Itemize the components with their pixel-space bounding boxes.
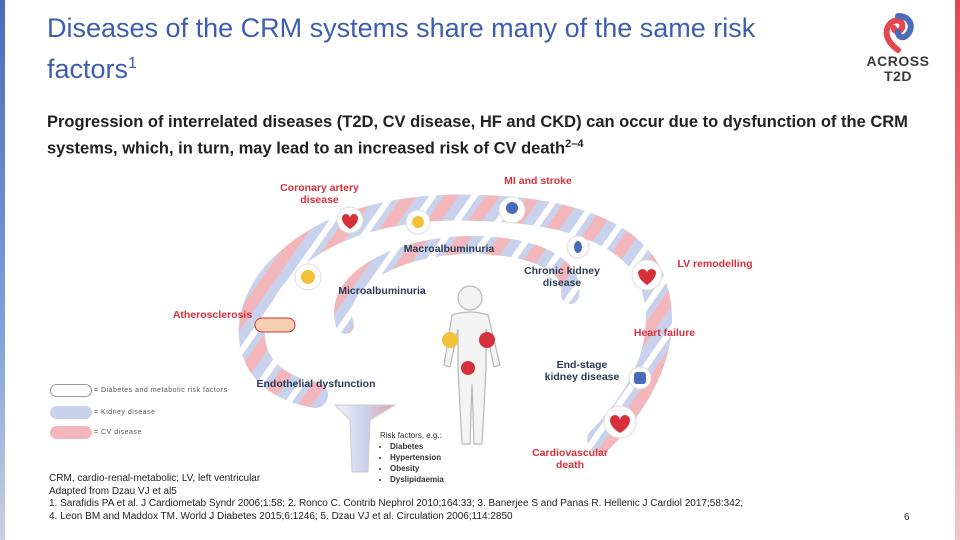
footer-abbreviations: CRM, cardio-renal-metabolic; LV, left ve…	[49, 473, 261, 484]
logo-line-1: ACROSS	[866, 53, 930, 69]
label-ckd-line2: disease	[542, 277, 582, 289]
risk-factor-pillar	[333, 404, 397, 473]
crm-progression-diagram	[238, 194, 672, 473]
logo-line-2: T2D	[884, 68, 912, 84]
pancreas-organ-icon	[442, 332, 458, 348]
logo-text: ACROSS T2D	[862, 54, 934, 84]
footer-reference-line2: 4. Leon BM and Maddox TM. World J Diabet…	[49, 510, 513, 522]
footer-reference-line1: 1. Sarafidis PA et al. J Cardiometab Syn…	[49, 498, 744, 509]
label-cvd-line2: death	[555, 459, 584, 471]
right-accent-bar	[955, 0, 960, 540]
inner-ribbon	[334, 235, 580, 334]
risk-factors-list: Diabetes Hypertension Obesity Dyslipidae…	[380, 441, 444, 485]
mi-stroke-icon	[498, 196, 526, 224]
coronary-artery-disease-icon	[336, 206, 364, 234]
kidney-organ-icon	[461, 361, 475, 375]
label-ckd-line1: Chronic kidney	[524, 265, 600, 277]
subtitle-text: Progression of interrelated diseases (T2…	[47, 113, 908, 158]
label-eskd-line2: kidney disease	[544, 371, 620, 383]
atherosclerosis-icon	[254, 317, 296, 333]
slide-title-text: Diseases of the CRM systems share many o…	[47, 13, 756, 84]
slide-subtitle: Progression of interrelated diseases (T2…	[47, 111, 917, 160]
label-coronary-line2: disease	[300, 194, 339, 206]
label-mi-stroke: MI and stroke	[504, 175, 572, 187]
label-cardiovascular-death: Cardiovascular death	[520, 447, 620, 471]
risk-item: Obesity	[390, 463, 444, 474]
label-chronic-kidney-disease: Chronic kidney disease	[512, 265, 612, 289]
footer-adapted-from: Adapted from Dzau VJ et al5	[49, 485, 177, 497]
left-accent-bar	[0, 0, 5, 540]
logo-mark-icon	[883, 13, 914, 53]
footer-references: CRM, cardio-renal-metabolic; LV, left ve…	[49, 473, 849, 523]
legend-swatch-kidney	[50, 406, 92, 419]
obesity-node-icon	[294, 263, 322, 291]
legend-swatch-metabolic	[50, 384, 92, 397]
label-heart-failure: Heart failure	[633, 327, 696, 339]
lv-remodelling-icon	[631, 259, 663, 291]
label-lv-remodelling: LV remodelling	[677, 258, 753, 270]
legend-swatch-cv	[50, 426, 92, 439]
label-coronary-artery-disease: Coronary artery disease	[262, 182, 377, 206]
risk-item: Diabetes	[390, 441, 444, 452]
label-end-stage-kidney-disease: End-stage kidney disease	[532, 359, 632, 383]
label-coronary-line1: Coronary artery	[280, 182, 359, 194]
label-microalbuminuria: Microalbuminuria	[338, 285, 426, 297]
slide-title: Diseases of the CRM systems share many o…	[47, 10, 847, 87]
subtitle-ref: 2–4	[565, 138, 584, 150]
end-stage-kidney-icon	[628, 366, 652, 390]
braided-ribbon	[238, 194, 672, 453]
slide-title-ref: 1	[128, 55, 137, 72]
kidney-icon	[566, 235, 590, 259]
label-eskd-line1: End-stage	[556, 359, 608, 371]
label-cvd-line1: Cardiovascular	[532, 447, 608, 459]
page-number: 6	[904, 512, 910, 523]
diabetes-node-icon	[405, 209, 431, 235]
label-atherosclerosis: Atherosclerosis	[172, 309, 253, 321]
legend-text-metabolic: = Diabetes and metabolic risk factors	[94, 387, 228, 394]
label-endothelial-dysfunction: Endothelial dysfunction	[256, 378, 376, 390]
heart-organ-icon	[479, 332, 495, 348]
risk-factors-box: Risk factors, e.g.: Diabetes Hypertensio…	[380, 430, 444, 485]
across-t2d-logo: ACROSS T2D	[862, 8, 934, 90]
legend-text-cv: = CV disease	[94, 429, 142, 436]
risk-item: Dyslipidaemia	[390, 474, 444, 485]
cardiovascular-death-icon	[603, 405, 637, 439]
risk-factors-title: Risk factors, e.g.:	[380, 431, 442, 440]
legend-text-kidney: = Kidney disease	[94, 409, 156, 416]
label-macroalbuminuria: Macroalbuminuria	[403, 243, 495, 255]
risk-item: Hypertension	[390, 452, 444, 463]
